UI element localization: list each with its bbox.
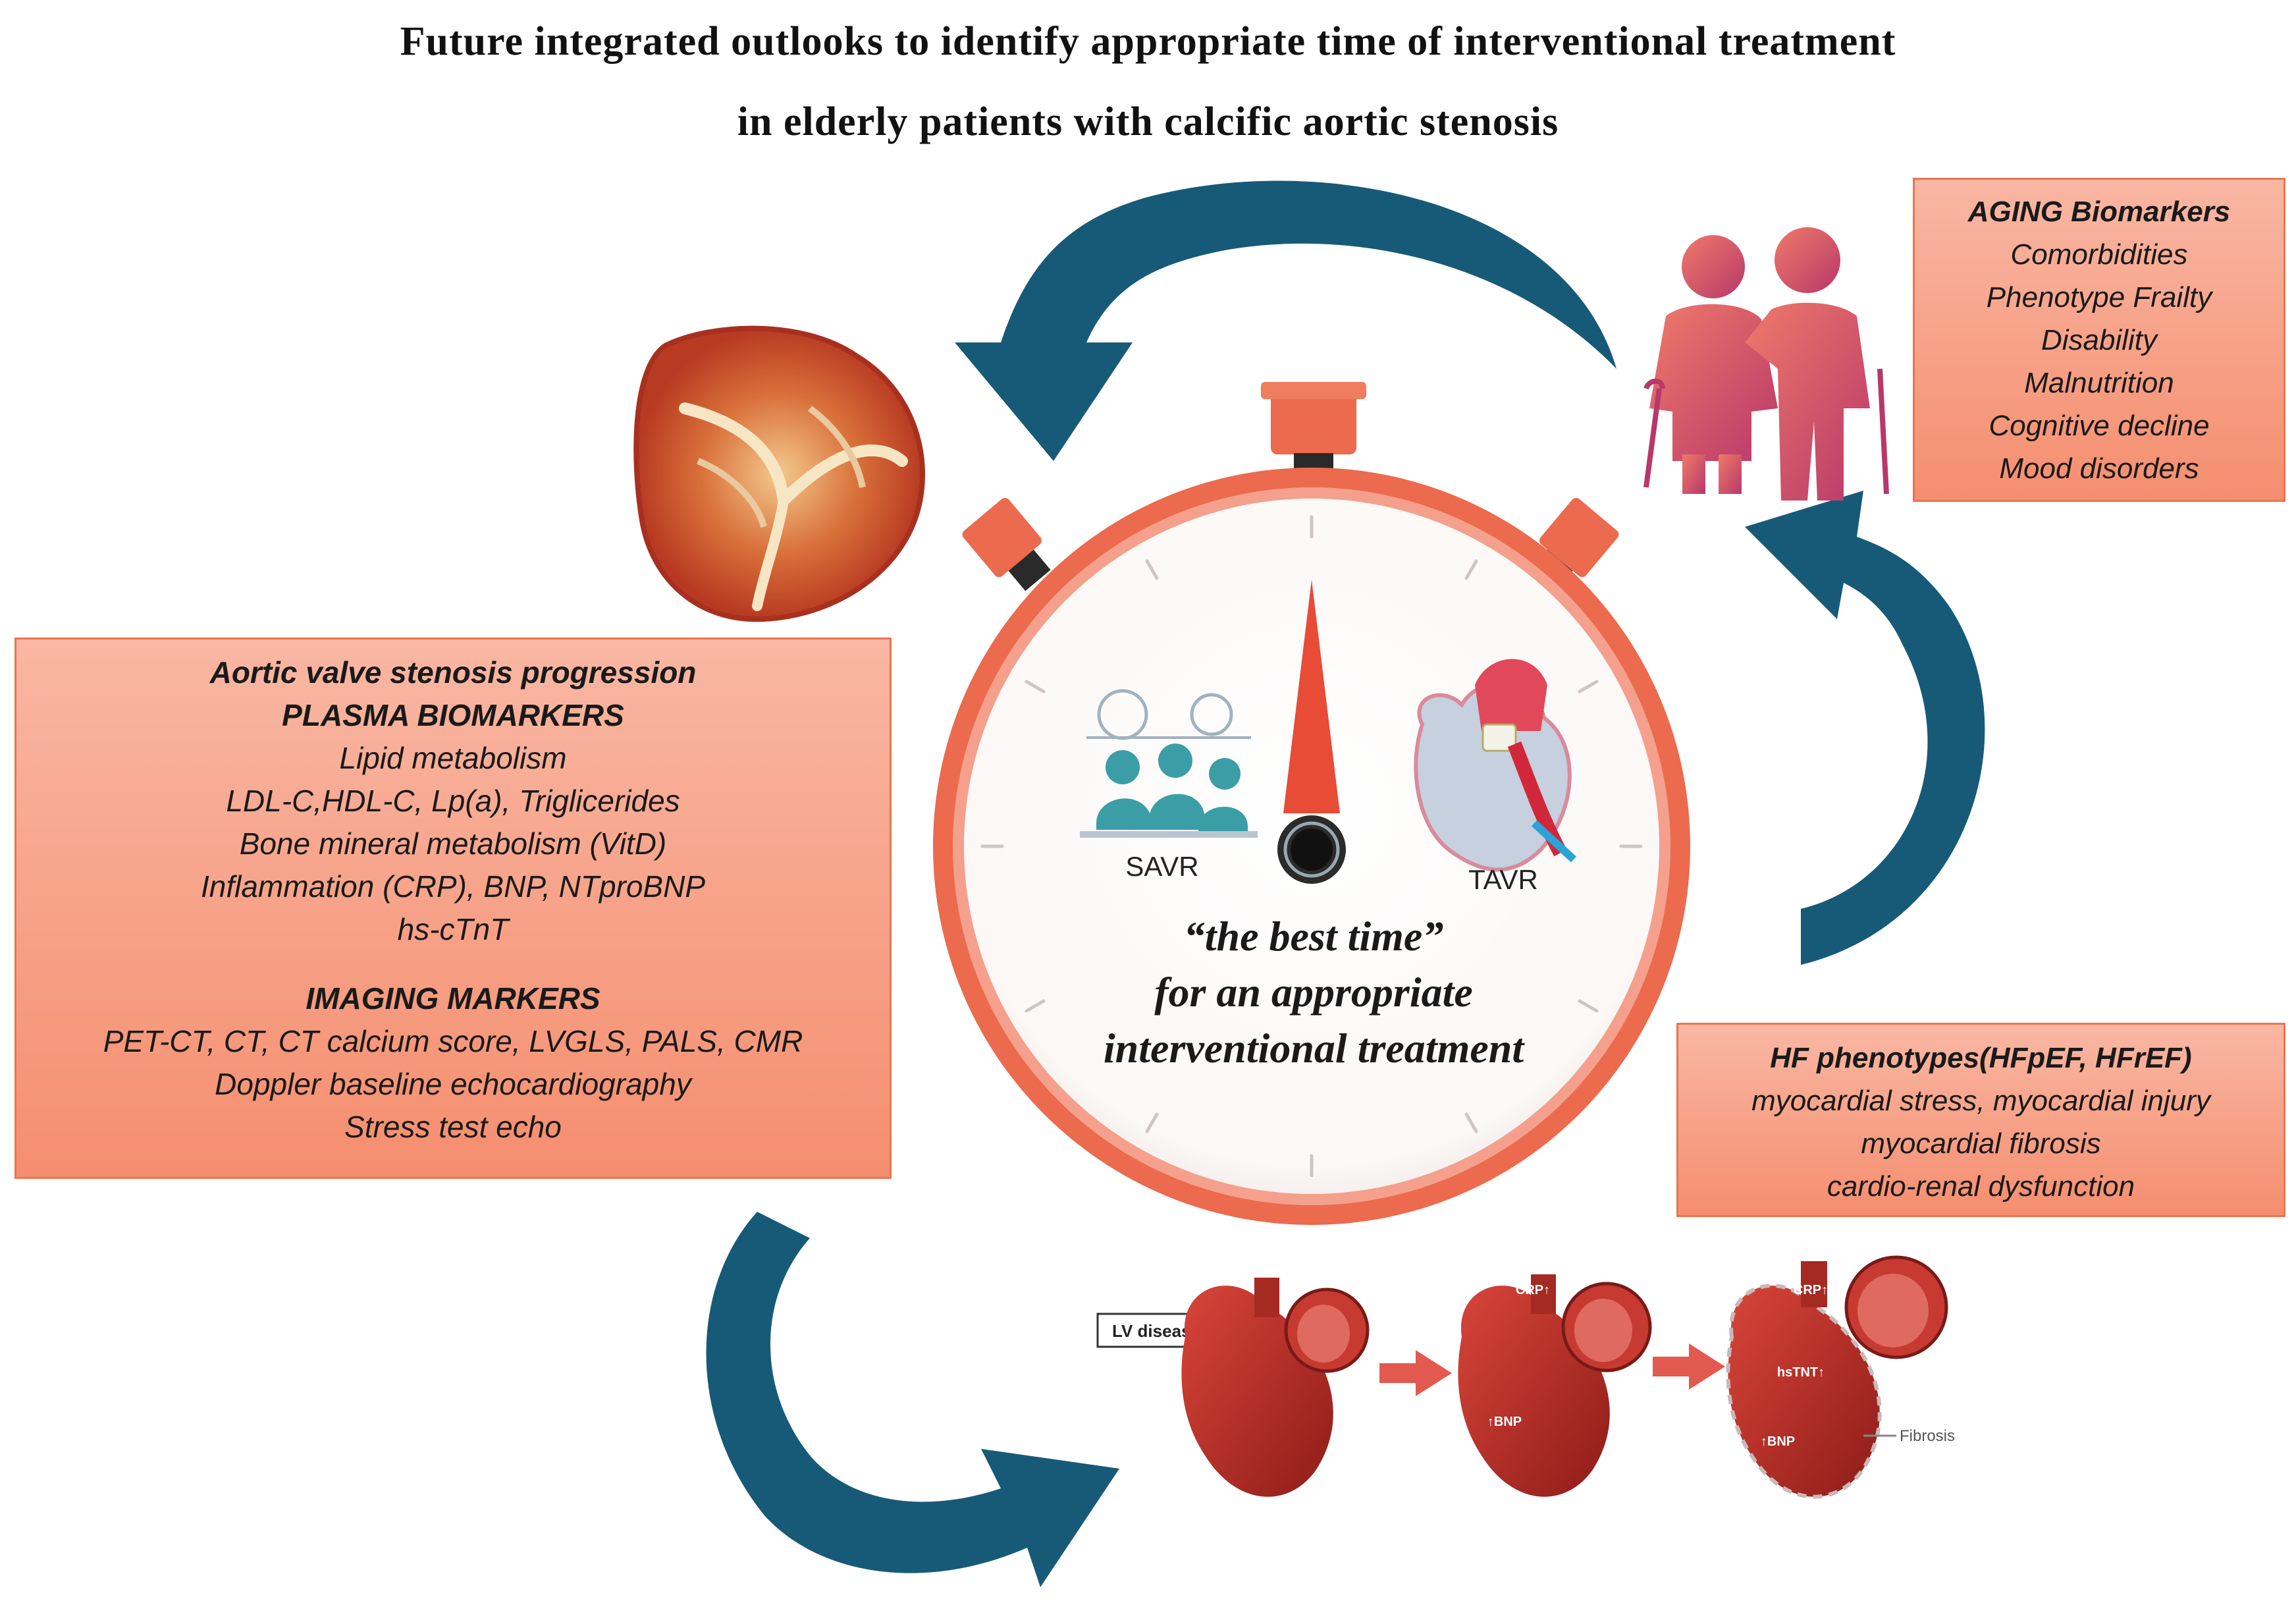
title-line-2: in elderly patients with calcific aortic… <box>737 99 1559 144</box>
aging-item: Comorbidities <box>2010 238 2188 271</box>
aging-heading: AGING Biomarkers <box>1967 196 2231 228</box>
stopwatch-needle <box>1283 580 1340 813</box>
savr-surgeons-icon <box>1080 689 1258 838</box>
heart-stage-3: CRP↑ hsTNT↑ ↑BNP Fibrosis <box>1726 1255 1955 1499</box>
hf-item: cardio-renal dysfunction <box>1827 1170 2135 1203</box>
plasma-biomarkers-heading: PLASMA BIOMARKERS <box>282 698 624 732</box>
elderly-couple-icon <box>1643 227 1889 501</box>
stopwatch <box>933 382 1690 1225</box>
plasma-item: Inflammation (CRP), BNP, NTproBNP <box>200 869 706 904</box>
imaging-item: Stress test echo <box>344 1110 562 1144</box>
aging-item: Malnutrition <box>2024 367 2174 399</box>
stopwatch-tick <box>1464 559 1478 580</box>
savr-label: SAVR <box>1125 851 1198 882</box>
hf-item: myocardial stress, myocardial injury <box>1751 1085 2210 1117</box>
heart-stage-2: CRP↑ ↑BNP <box>1458 1274 1652 1497</box>
crp-label-2: CRP↑ <box>1794 1283 1828 1297</box>
imaging-markers-heading: IMAGING MARKERS <box>306 981 601 1016</box>
tavr-label: TAVR <box>1468 864 1538 895</box>
arrow-top <box>955 180 1616 461</box>
plasma-item: Bone mineral metabolism (VitD) <box>239 827 667 861</box>
plasma-item: LDL-C,HDL-C, Lp(a), Triglicerides <box>226 784 680 818</box>
bnp-label-1: ↑BNP <box>1487 1415 1522 1429</box>
aging-item: Disability <box>2041 324 2158 356</box>
stopwatch-crown <box>1271 382 1356 454</box>
stopwatch-tick <box>1145 1112 1159 1133</box>
aging-item: Mood disorders <box>1999 452 2199 485</box>
stopwatch-tick <box>1464 1112 1478 1133</box>
stopwatch-text-2: for an appropriate <box>1154 969 1473 1016</box>
stopwatch-left-button <box>962 498 1051 591</box>
stopwatch-tick <box>1025 999 1046 1013</box>
stopwatch-tick <box>1578 999 1599 1013</box>
aging-biomarkers-box: AGING Biomarkers Comorbidities Phenotype… <box>1913 178 2285 502</box>
progression-heading: Aortic valve stenosis progression <box>209 655 697 690</box>
heart-strip: LV disease CRP↑ ↑BNP CRP↑ hsTNT <box>1096 1255 1955 1499</box>
plasma-item: Lipid metabolism <box>339 741 567 775</box>
fibrosis-label: Fibrosis <box>1900 1427 1955 1445</box>
progression-arrow-1 <box>1379 1350 1452 1396</box>
stopwatch-text-3: interventional treatment <box>1103 1025 1524 1072</box>
progression-arrow-2 <box>1653 1343 1725 1390</box>
aortic-stenosis-progression-box: Aortic valve stenosis progression PLASMA… <box>14 638 892 1179</box>
heart-stage-1 <box>1181 1278 1370 1497</box>
hstnt-label: hsTNT↑ <box>1777 1365 1825 1380</box>
imaging-item: Doppler baseline echocardiography <box>215 1067 691 1101</box>
stopwatch-tick <box>1145 559 1159 580</box>
crp-label-1: CRP↑ <box>1516 1283 1550 1297</box>
bnp-label-2: ↑BNP <box>1761 1434 1795 1449</box>
calcified-valve-image <box>633 325 925 622</box>
stopwatch-tick <box>1578 680 1599 693</box>
stopwatch-text-1: “the best time” <box>1183 913 1444 960</box>
arrow-bottom <box>706 1212 1119 1587</box>
hf-heading: HF phenotypes(HFpEF, HFrEF) <box>1770 1042 2192 1074</box>
stopwatch-ticks <box>980 515 1643 1178</box>
plasma-item: hs-cTnT <box>397 912 509 946</box>
stopwatch-tick <box>1025 680 1046 693</box>
aging-item: Cognitive decline <box>1989 410 2210 442</box>
arrow-right <box>1745 491 1985 965</box>
hf-item: myocardial fibrosis <box>1861 1127 2101 1160</box>
aging-item: Phenotype Frailty <box>1986 281 2212 313</box>
tavr-heart-icon <box>1414 659 1577 872</box>
title-line-1: Future integrated outlooks to identify a… <box>400 19 1896 64</box>
hf-phenotypes-box: HF phenotypes(HFpEF, HFrEF) myocardial s… <box>1676 1023 2285 1217</box>
imaging-item: PET-CT, CT, CT calcium score, LVGLS, PAL… <box>103 1024 803 1058</box>
